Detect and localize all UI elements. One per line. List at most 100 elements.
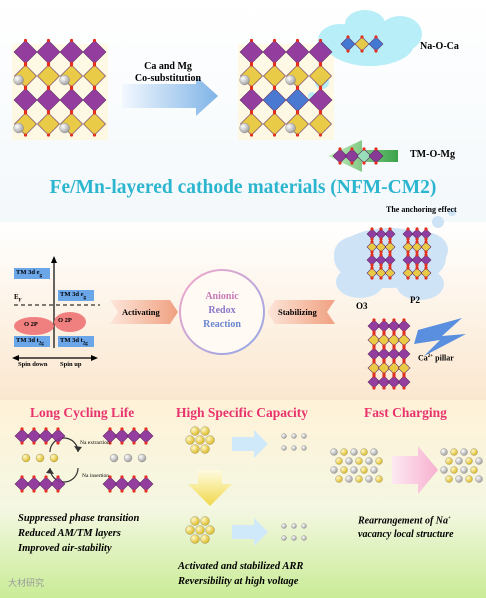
oxygen-atom xyxy=(350,147,354,151)
oxygen-atom xyxy=(424,253,428,257)
oxygen-atom xyxy=(44,427,48,431)
na-atom xyxy=(35,453,45,463)
na-lattice-after xyxy=(450,466,458,474)
oxygen-atom xyxy=(382,346,386,350)
oxygen-atom xyxy=(379,263,383,267)
na-lattice-before xyxy=(340,448,348,456)
oxygen-atom xyxy=(374,49,378,53)
capacity-cluster xyxy=(205,525,215,535)
oxygen-atom xyxy=(32,441,36,445)
oxygen-atom xyxy=(372,346,376,350)
na-atom xyxy=(285,74,296,86)
na-atom xyxy=(49,453,59,463)
oxygen-atom xyxy=(46,111,51,115)
na-atom xyxy=(239,74,250,86)
oxygen-atom xyxy=(249,86,254,91)
na-lattice-before xyxy=(345,475,353,483)
na-atom xyxy=(21,453,31,463)
oxygen-atom xyxy=(46,133,51,137)
dos-o2p-left: O 2P xyxy=(24,321,38,328)
fast-charging-arrow xyxy=(392,446,438,494)
oxygen-atom xyxy=(402,386,406,390)
na-lattice-before xyxy=(360,448,368,456)
oxygen-atom xyxy=(406,266,410,270)
capacity-atom xyxy=(281,535,287,541)
oxygen-atom xyxy=(23,86,28,91)
oxygen-atom xyxy=(69,38,74,43)
na-lattice-before xyxy=(355,457,363,465)
capacity-atom xyxy=(281,523,287,529)
oxygen-atom xyxy=(382,386,386,390)
arrow-label-line1: Ca and Mg xyxy=(144,61,192,72)
circle-text-redox: Redox xyxy=(208,305,236,316)
oxygen-atom xyxy=(56,441,60,445)
oxygen-atom xyxy=(44,441,48,445)
oxygen-atom xyxy=(108,475,112,479)
capacity-atom xyxy=(301,445,307,451)
oxygen-atom xyxy=(338,147,342,151)
oxygen-atom xyxy=(392,374,396,378)
na-lattice-after xyxy=(460,466,468,474)
na-lattice-before xyxy=(340,466,348,474)
na-lattice-after xyxy=(465,457,473,465)
capacity-cluster xyxy=(195,435,205,445)
na-lattice-after xyxy=(445,457,453,465)
oxygen-atom xyxy=(370,253,374,257)
oxygen-atom xyxy=(272,63,277,67)
oxygen-atom xyxy=(20,489,24,493)
oxygen-atom xyxy=(92,86,97,91)
oxygen-atom xyxy=(318,38,323,43)
oxygen-atom xyxy=(379,253,383,257)
na-lattice-after xyxy=(450,448,458,456)
oxygen-atom xyxy=(318,111,323,115)
oxygen-atom xyxy=(370,276,374,280)
oxygen-atom xyxy=(424,276,428,280)
bullet-phase-transition: Suppressed phase transition xyxy=(18,513,140,524)
oxygen-atom xyxy=(69,63,74,67)
oxygen-atom xyxy=(388,266,392,270)
oxygen-atom xyxy=(406,253,410,257)
dos-fermi-level: EF xyxy=(14,293,22,304)
oxygen-atom xyxy=(415,253,419,257)
rearrangement-line2: vacancy local structure xyxy=(358,529,454,540)
na-lattice-before xyxy=(330,466,338,474)
capacity-cluster xyxy=(185,525,195,535)
oxygen-atom xyxy=(318,133,323,137)
oxygen-atom xyxy=(295,111,300,115)
oxygen-atom xyxy=(32,427,36,431)
oxygen-atom xyxy=(415,227,419,231)
oxygen-atom xyxy=(32,489,36,493)
capacity-cluster xyxy=(190,516,200,526)
na-atom xyxy=(123,453,133,463)
capacity-right-arrow-bottom xyxy=(232,518,268,546)
na-atom xyxy=(13,122,24,134)
oxygen-atom xyxy=(406,240,410,244)
na-lattice-before xyxy=(350,466,358,474)
cycle-arrows-icon xyxy=(46,437,82,483)
oxygen-atom xyxy=(23,133,28,137)
oxygen-atom xyxy=(392,346,396,350)
oxygen-atom xyxy=(249,111,254,115)
na-lattice-before xyxy=(375,475,383,483)
oxygen-atom xyxy=(392,332,396,336)
oxygen-atom xyxy=(388,240,392,244)
oxygen-atom xyxy=(415,266,419,270)
oxygen-atom xyxy=(144,427,148,431)
oxygen-atom xyxy=(372,386,376,390)
capacity-down-arrow xyxy=(188,470,232,506)
oxygen-atom xyxy=(350,161,354,165)
oxygen-atom xyxy=(406,227,410,231)
arrow-label-line2: Co-substitution xyxy=(134,73,202,84)
oxygen-atom xyxy=(120,475,124,479)
oxygen-atom xyxy=(406,276,410,280)
oxygen-atom xyxy=(424,250,428,254)
capacity-atom xyxy=(291,433,297,439)
na-lattice-after xyxy=(455,475,463,483)
na-lattice-before xyxy=(375,457,383,465)
dos-tm3d-t2g-right: TM 3d t2g xyxy=(60,337,88,347)
oxygen-atom xyxy=(20,427,24,431)
oxygen-atom xyxy=(374,147,378,151)
oxygen-atom xyxy=(374,161,378,165)
oxygen-atom xyxy=(23,111,28,115)
